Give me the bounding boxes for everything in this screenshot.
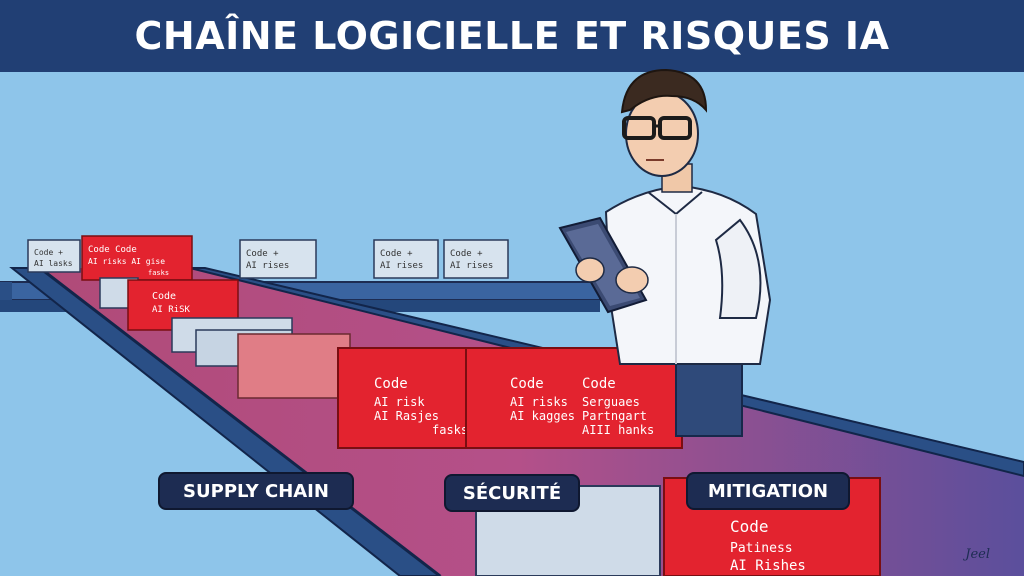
svg-text:AI kagges: AI kagges bbox=[510, 409, 575, 423]
svg-text:AI risks: AI risks bbox=[510, 395, 568, 409]
svg-text:Code: Code bbox=[152, 291, 176, 302]
svg-text:Patiness: Patiness bbox=[730, 541, 793, 556]
svg-text:AI Rasjes: AI Rasjes bbox=[374, 409, 439, 423]
svg-text:Code +: Code + bbox=[34, 248, 63, 257]
label-securite: SÉCURITÉ bbox=[444, 474, 580, 512]
svg-text:Code +: Code + bbox=[450, 249, 483, 259]
svg-text:AI lasks: AI lasks bbox=[34, 259, 73, 268]
artist-signature: Jeel bbox=[965, 547, 990, 562]
header-banner: CHAÎNE LOGICIELLE ET RISQUES IA bbox=[0, 0, 1024, 72]
svg-text:AI RiSK: AI RiSK bbox=[152, 305, 191, 315]
box-back-2: Code Code AI risks AI gise fasks bbox=[81, 235, 193, 281]
svg-text:Partngart: Partngart bbox=[582, 409, 647, 423]
label-mitigation: MITIGATION bbox=[686, 472, 850, 510]
svg-text:fasks: fasks bbox=[432, 423, 468, 437]
page-title: CHAÎNE LOGICIELLE ET RISQUES IA bbox=[134, 14, 890, 58]
svg-text:Code: Code bbox=[374, 376, 408, 392]
svg-text:Code: Code bbox=[582, 376, 616, 392]
svg-text:AI Rishes: AI Rishes bbox=[730, 558, 806, 574]
box-back-5: Code + AI rises bbox=[443, 239, 509, 279]
svg-text:AIII hanks: AIII hanks bbox=[582, 423, 654, 437]
svg-text:Code +: Code + bbox=[380, 249, 413, 259]
label-supply-chain-text: SUPPLY CHAIN bbox=[183, 480, 329, 502]
svg-text:Code: Code bbox=[510, 376, 544, 392]
label-mitigation-text: MITIGATION bbox=[707, 480, 829, 502]
svg-text:AI rises: AI rises bbox=[246, 261, 289, 271]
box-back-1: Code + AI lasks bbox=[27, 239, 81, 273]
svg-text:Code Code: Code Code bbox=[88, 245, 137, 255]
svg-text:AI rises: AI rises bbox=[380, 261, 423, 271]
label-securite-text: SÉCURITÉ bbox=[462, 482, 562, 504]
svg-text:Code +: Code + bbox=[246, 249, 279, 259]
box-back-3: Code + AI rises bbox=[239, 239, 317, 279]
box-mid-pink bbox=[237, 333, 351, 399]
box-front-1: Code AI risk AI Rasjes fasks bbox=[337, 347, 487, 449]
box-back-4: Code + AI rises bbox=[373, 239, 439, 279]
engineer-figure bbox=[558, 68, 772, 437]
svg-text:Serguaes: Serguaes bbox=[582, 395, 640, 409]
svg-text:fasks: fasks bbox=[148, 269, 169, 277]
svg-text:AI risk: AI risk bbox=[374, 395, 425, 409]
svg-text:AI risks AI gise: AI risks AI gise bbox=[88, 257, 165, 266]
svg-text:AI rises: AI rises bbox=[450, 261, 493, 271]
label-supply-chain: SUPPLY CHAIN bbox=[158, 472, 354, 510]
svg-text:Code: Code bbox=[730, 517, 769, 536]
